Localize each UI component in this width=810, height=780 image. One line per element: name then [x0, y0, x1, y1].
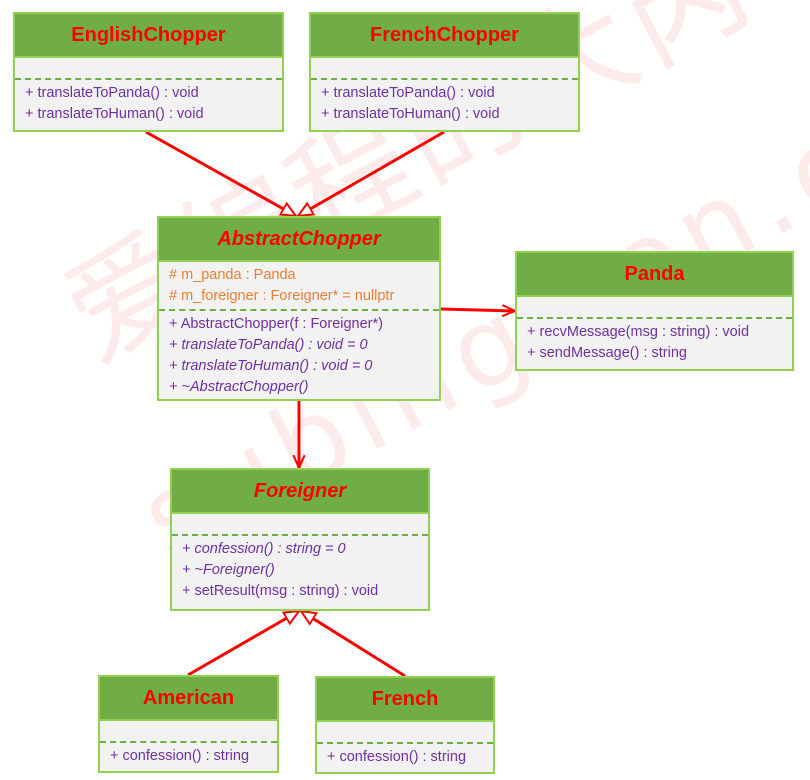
methods-section: + translateToPanda() : void + translateT… — [15, 80, 282, 129]
method-abstract: + translateToPanda() : void = 0 — [169, 337, 368, 353]
method: + recvMessage(msg : string) : void — [527, 324, 750, 340]
separator — [15, 78, 282, 80]
separator — [317, 742, 493, 744]
inheritance-english-to-abstract — [145, 130, 296, 218]
methods-section: + recvMessage(msg : string) : void + sen… — [517, 319, 792, 368]
class-name: AbstractChopper — [159, 218, 439, 262]
attribute: # m_foreigner : Foreigner* = nullptr — [169, 288, 395, 304]
methods-section: + translateToPanda() : void + translateT… — [311, 80, 578, 129]
attributes-section: # m_panda : Panda # m_foreigner : Foreig… — [159, 262, 439, 309]
method-abstract: + confession() : string = 0 — [182, 541, 346, 557]
method-abstract: + ~AbstractChopper() — [169, 379, 309, 395]
method-abstract: + ~Foreigner() — [182, 562, 275, 578]
attributes-section — [317, 722, 493, 742]
methods-section: + confession() : string — [317, 744, 493, 772]
class-french-chopper: FrenchChopper + translateToPanda() : voi… — [309, 12, 580, 132]
class-american: American + confession() : string — [98, 675, 279, 773]
attributes-section — [517, 297, 792, 317]
class-abstract-chopper: AbstractChopper # m_panda : Panda # m_fo… — [157, 216, 441, 401]
method: + setResult(msg : string) : void — [182, 583, 379, 599]
attributes-section — [100, 721, 277, 741]
inheritance-american-to-foreigner — [187, 609, 299, 677]
class-french: French + confession() : string — [315, 676, 495, 774]
inheritance-french-to-foreigner — [301, 611, 406, 678]
class-name: American — [100, 677, 277, 721]
attributes-section — [15, 58, 282, 78]
attribute: # m_panda : Panda — [169, 267, 296, 283]
method: + confession() : string — [110, 748, 250, 764]
method: + translateToHuman() : void — [321, 106, 500, 122]
method: + confession() : string — [327, 749, 467, 765]
method: + translateToPanda() : void — [321, 85, 495, 101]
method: + AbstractChopper(f : Foreigner*) — [169, 316, 383, 332]
class-english-chopper: EnglishChopper + translateToPanda() : vo… — [13, 12, 284, 132]
class-name: Foreigner — [172, 470, 428, 514]
class-foreigner: Foreigner + confession() : string = 0 + … — [170, 468, 430, 611]
class-panda: Panda + recvMessage(msg : string) : void… — [515, 251, 794, 371]
separator — [311, 78, 578, 80]
method-abstract: + translateToHuman() : void = 0 — [169, 358, 373, 374]
methods-section: + confession() : string — [100, 743, 277, 771]
method: + translateToPanda() : void — [25, 85, 199, 101]
class-name: French — [317, 678, 493, 722]
method: + sendMessage() : string — [527, 345, 687, 361]
methods-section: + AbstractChopper(f : Foreigner*) + tran… — [159, 311, 439, 402]
separator — [517, 317, 792, 319]
inheritance-french-to-abstract — [298, 130, 445, 218]
association-abstract-to-panda — [440, 309, 515, 311]
attributes-section — [172, 514, 428, 534]
separator — [159, 309, 439, 311]
class-name: Panda — [517, 253, 792, 297]
attributes-section — [311, 58, 578, 78]
method: + translateToHuman() : void — [25, 106, 204, 122]
class-name: FrenchChopper — [311, 14, 578, 58]
separator — [172, 534, 428, 536]
separator — [100, 741, 277, 743]
class-name: EnglishChopper — [15, 14, 282, 58]
methods-section: + confession() : string = 0 + ~Foreigner… — [172, 536, 428, 606]
